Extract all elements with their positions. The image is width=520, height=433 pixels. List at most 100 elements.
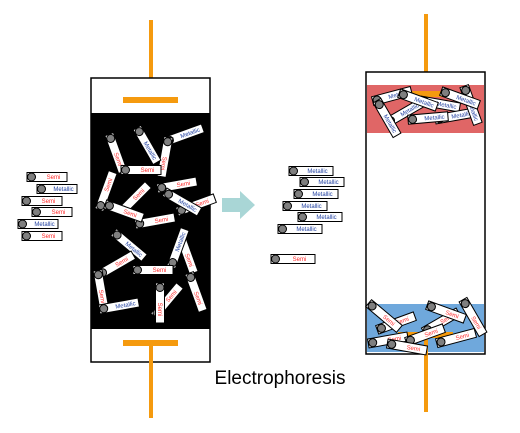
bead-icon <box>93 270 103 280</box>
semi-label: Semi <box>406 345 421 353</box>
legend-middle-metallic-tube: Metallic <box>282 201 328 211</box>
caption: Electrophoresis <box>214 368 346 389</box>
bead-icon <box>104 201 114 211</box>
left-bottom-electrode <box>123 340 178 346</box>
left-cell-semi-tube: Semi <box>155 282 165 324</box>
bead-icon <box>27 172 36 182</box>
left-cell-semi-tube: Semi <box>133 212 177 230</box>
legend-left-semi-tube: Semi <box>21 231 63 241</box>
semi-label: Semi <box>444 310 459 320</box>
semi-label: Semi <box>176 181 191 189</box>
left-cell-metallic-tube: Metallic <box>97 297 141 315</box>
left-cell-semi-tube: Semi <box>103 199 145 223</box>
right-top-metallic-tube: Metallic <box>407 111 449 125</box>
bead-icon <box>133 265 142 275</box>
bead-icon <box>367 301 377 311</box>
left-cell-semi-tube: Semi <box>132 265 174 275</box>
process-arrow <box>222 191 255 219</box>
left-cell-metallic-tube: Metallic <box>166 227 190 269</box>
bead-icon <box>112 230 122 240</box>
bead-icon <box>157 183 167 193</box>
bead-icon <box>300 177 309 187</box>
semi-label: Semi <box>42 234 56 240</box>
right-top-metallic-tube: Metallic <box>439 86 481 110</box>
legend-middle-semi-tube: Semi <box>270 254 316 264</box>
left-top-electrode <box>123 97 178 103</box>
semi-label: Semi <box>154 217 169 225</box>
semi-label: Semi <box>195 199 210 209</box>
bead-icon <box>164 189 174 199</box>
semi-label: Semi <box>52 210 66 216</box>
semi-label: Semi <box>424 329 439 339</box>
bead-icon <box>121 165 130 175</box>
semi-label: Semi <box>47 175 61 181</box>
metallic-label: Metallic <box>301 204 321 210</box>
semi-label: Semi <box>192 291 202 306</box>
bead-icon <box>99 304 109 314</box>
metallic-label: Metallic <box>318 180 338 186</box>
legend-middle-metallic-tube: Metallic <box>299 177 345 187</box>
left-cell-semi-tube: Semi <box>184 271 208 313</box>
semi-label: Semi <box>159 156 167 171</box>
semi-label: Semi <box>293 257 307 263</box>
left-cell-semi-tube: Semi <box>104 132 128 174</box>
bead-icon <box>368 338 378 348</box>
bead-icon <box>37 184 46 194</box>
bead-icon <box>426 302 436 312</box>
semi-label: Semi <box>395 317 410 327</box>
legend-middle-metallic-tube: Metallic <box>297 212 343 222</box>
semi-label: Semi <box>112 152 122 167</box>
bead-icon <box>374 100 384 110</box>
right-bottom-semi-tube: Semi <box>434 327 478 349</box>
legend-left-metallic-tube: Metallic <box>36 184 78 194</box>
bead-icon <box>398 90 408 100</box>
semi-label: Semi <box>183 253 193 268</box>
bead-icon <box>106 133 116 143</box>
bead-icon <box>134 127 144 137</box>
legend-middle-metallic-tube: Metallic <box>288 166 334 176</box>
bead-icon <box>18 219 27 229</box>
left-cell-semi-tube: Semi <box>120 165 162 175</box>
bead-icon <box>32 207 41 217</box>
legend-middle-metallic-tube: Metallic <box>277 224 323 234</box>
bead-icon <box>155 283 165 292</box>
metallic-label: Metallic <box>307 169 327 175</box>
legend-middle: MetallicMetallicMetallicMetallicMetallic… <box>270 166 345 264</box>
semi-label: Semi <box>42 199 56 205</box>
semi-label: Semi <box>156 303 162 317</box>
bead-icon <box>283 201 292 211</box>
metallic-label: Metallic <box>451 111 472 120</box>
semi-label: Semi <box>97 289 105 304</box>
semi-label: Semi <box>153 268 167 274</box>
right-bottom-semi-tube: Semi <box>385 338 429 356</box>
legend-left-semi-tube: Semi <box>31 207 73 217</box>
bead-icon <box>298 212 307 222</box>
bead-icon <box>294 189 303 199</box>
bead-icon <box>278 224 287 234</box>
bead-icon <box>289 166 298 176</box>
bead-icon <box>460 299 470 309</box>
legend-middle-metallic-tube: Metallic <box>293 189 339 199</box>
metallic-label: Metallic <box>115 301 136 310</box>
semi-label: Semi <box>104 178 114 193</box>
bead-icon <box>186 272 196 282</box>
bead-icon <box>22 196 31 206</box>
bead-icon <box>387 339 397 349</box>
semi-label: Semi <box>455 333 470 342</box>
bead-icon <box>436 337 446 347</box>
bead-icon <box>376 323 386 333</box>
metallic-label: Metallic <box>53 187 73 193</box>
semi-label: Semi <box>122 209 137 219</box>
right-top-electrode <box>398 91 453 97</box>
metallic-label: Metallic <box>316 215 336 221</box>
semi-label: Semi <box>141 168 155 174</box>
right-bottom-semi-tube: Semi <box>425 300 467 324</box>
metallic-label: Metallic <box>312 192 332 198</box>
metallic-label: Metallic <box>436 101 457 110</box>
right-top-metallic-tube: Metallic <box>397 88 439 112</box>
legend-left-metallic-tube: Metallic <box>17 219 59 229</box>
